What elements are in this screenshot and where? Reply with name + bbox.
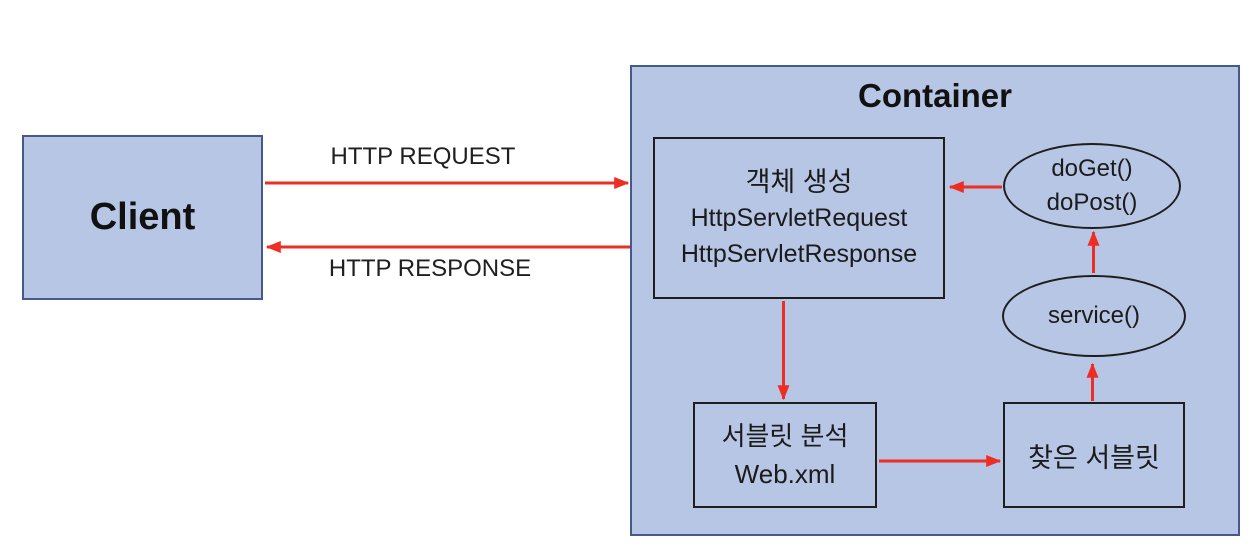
found-servlet-node: 찾은 서블릿 <box>1003 402 1185 508</box>
object-creation-node: 객체 생성 HttpServletRequest HttpServletResp… <box>653 137 945 299</box>
object-creation-line-1: 객체 생성 <box>745 167 853 197</box>
servlet-analysis-line-1: 서블릿 분석 <box>721 421 849 451</box>
object-creation-line-3: HttpServletResponse <box>680 240 918 268</box>
servlet-analysis-node: 서블릿 분석 Web.xml <box>693 402 877 508</box>
service-label: service() <box>1047 302 1140 329</box>
client-node: Client <box>22 135 263 300</box>
client-label: Client <box>89 196 196 238</box>
container-title: Container <box>857 77 1012 114</box>
dopost-label: doPost() <box>1046 189 1138 216</box>
http-response-label: HTTP RESPONSE <box>328 255 532 282</box>
found-servlet-label: 찾은 서블릿 <box>1028 442 1160 473</box>
service-node: service() <box>1002 275 1186 357</box>
object-creation-line-2: HttpServletRequest <box>690 204 908 232</box>
doget-label: doGet() <box>1051 155 1133 182</box>
http-request-label: HTTP REQUEST <box>330 143 516 170</box>
servlet-analysis-line-2: Web.xml <box>734 459 836 489</box>
doget-dopost-node: doGet() doPost() <box>1003 143 1181 229</box>
